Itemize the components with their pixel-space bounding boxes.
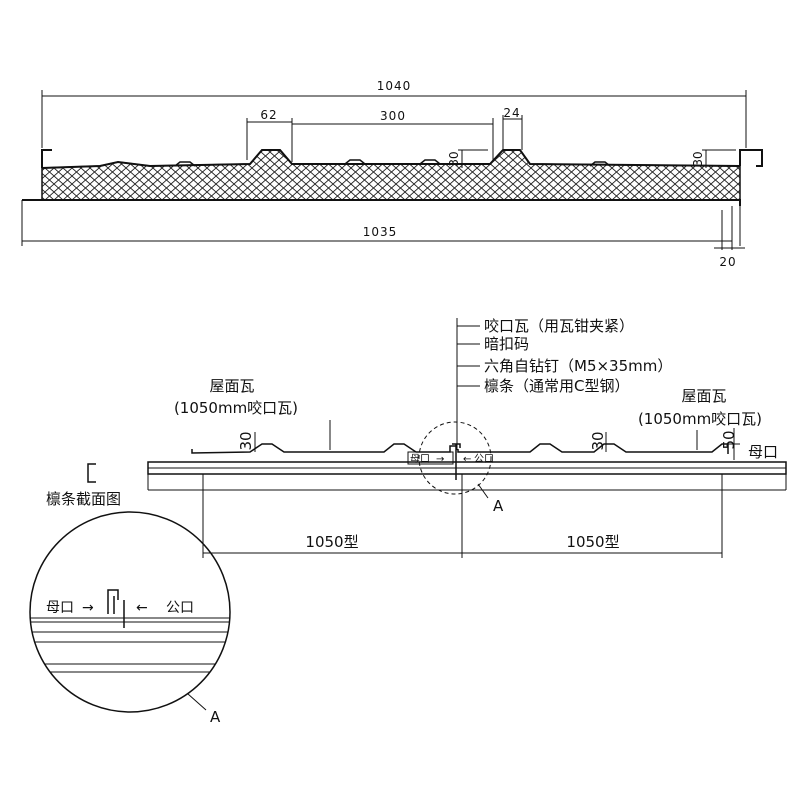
callout-purlin: 檩条（通常用C型钢） [484,377,629,395]
detail-marker-bottom: A [210,708,221,726]
svg-text:→: → [82,600,94,616]
dim-edge: 20 [719,255,736,269]
right-tile-label: 屋面瓦 [681,387,726,405]
right-tile-spec: (1050mm咬口瓦) [638,410,762,428]
dim-rib-height-right: 30 [691,151,705,166]
svg-text:←: ← [136,600,148,616]
dim-edge-height: 50 [720,430,738,449]
dim-rib-width: 62 [260,108,277,122]
female-edge-label-right: 母口 [748,443,778,461]
callout-hidden-clip: 暗扣码 [484,335,529,353]
male-small-label: 公口 [474,454,494,465]
bottom-sheet [22,199,741,206]
dim-rib-height-left: 30 [447,151,461,166]
span-left-label: 1050型 [305,533,358,551]
left-tile-spec: (1050mm咬口瓦) [174,399,298,417]
female-small-label: 母口 [410,453,430,465]
detail-female-label: 母口 [46,600,74,616]
dim-left-rib: 30 [237,431,255,450]
detail-circle [29,511,231,713]
dim-rib-top: 24 [503,106,520,120]
dim-right-rib: 30 [589,431,607,450]
left-lock-edge [41,149,52,168]
detail-a: 母口 → ← 公口 A [29,511,231,726]
detail-circle-marker [418,421,492,495]
left-tile-label: 屋面瓦 [209,377,254,395]
right-lock-edge [739,149,763,167]
purlin-caption: 檩条截面图 [46,490,121,508]
callout-lock-tile: 咬口瓦（用瓦钳夹紧） [484,317,634,335]
dim-rib-pitch: 300 [380,109,406,123]
dim-total-width: 1040 [377,79,412,93]
svg-text:←: ← [463,454,471,465]
foam-core [41,149,741,201]
top-sheet [41,149,741,169]
callout-screw: 六角自钻钉（M5×35mm） [484,357,672,375]
right-panel-profile [457,443,729,454]
detail-marker-top: A [493,497,504,515]
svg-text:→: → [436,454,444,465]
panel-section: 1040 62 300 24 30 30 1035 20 [21,79,763,269]
dim-effective-width: 1035 [363,225,398,239]
detail-male-label: 公口 [166,600,194,616]
purlin-section-icon [87,463,96,483]
assembly-section: 咬口瓦（用瓦钳夹紧） 暗扣码 六角自钻钉（M5×35mm） 檩条（通常用C型钢）… [46,317,787,558]
span-right-label: 1050型 [566,533,619,551]
